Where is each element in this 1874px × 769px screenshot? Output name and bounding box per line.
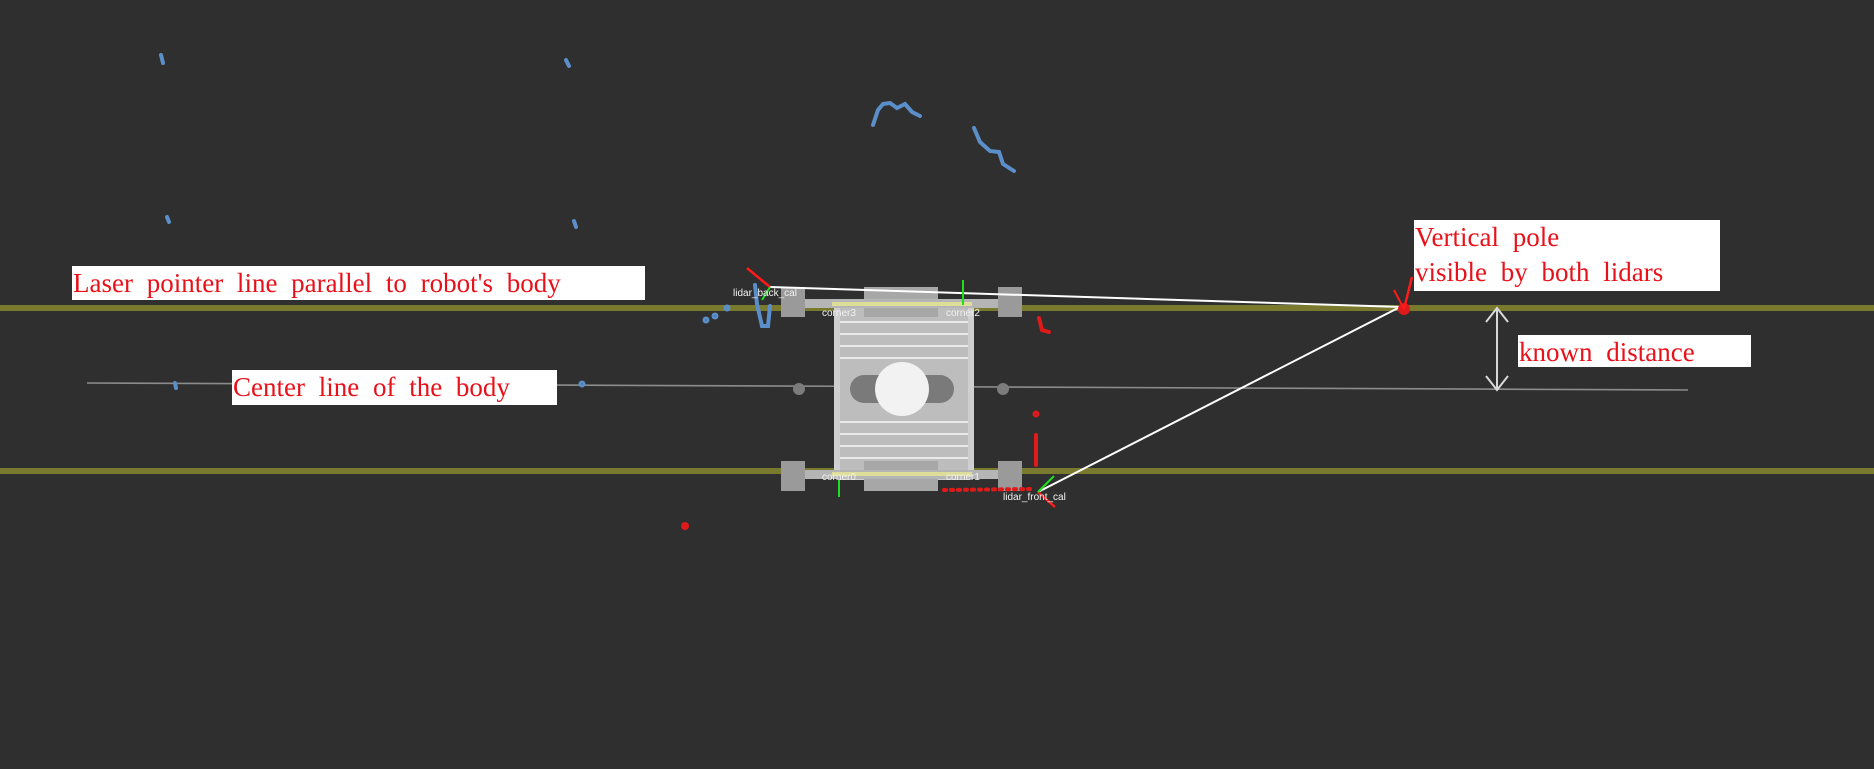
corner1-frame-label: corner1 [946, 472, 980, 483]
vertical-pole-annotation-line2: visible by both lidars [1415, 257, 1664, 287]
back-lidar-axes [746, 267, 771, 301]
center-line-annotation: Center line of the body [232, 370, 557, 405]
corner0-frame-label: corner0 [822, 472, 856, 483]
vertical-pole-annotation-line1: Vertical pole [1415, 222, 1560, 252]
back-lidar-scan [159, 53, 1016, 390]
corner2-frame-label: corner2 [946, 308, 980, 319]
known-distance-arrow [1485, 306, 1509, 392]
front-lidar-axes [1037, 475, 1056, 508]
front-lidar-to-pole-line [1037, 306, 1401, 493]
back-lidar-to-pole-line [769, 286, 1401, 308]
laser-line-annotation: Laser pointer line parallel to robot's b… [72, 266, 645, 300]
center-marker-left [793, 383, 805, 395]
lidar-back-frame-label: lidar_back_cal [733, 288, 797, 299]
robot-model [781, 287, 1022, 491]
front-lidar-scan [681, 316, 1051, 530]
lidar-front-frame-label: lidar_front_cal [1003, 492, 1066, 503]
pole-marker [1393, 276, 1414, 315]
known-distance-annotation: known distance [1518, 335, 1751, 367]
corner3-frame-label: corner3 [822, 308, 856, 319]
center-marker-right [997, 383, 1009, 395]
vertical-pole-annotation: Vertical pole visible by both lidars [1414, 220, 1720, 291]
